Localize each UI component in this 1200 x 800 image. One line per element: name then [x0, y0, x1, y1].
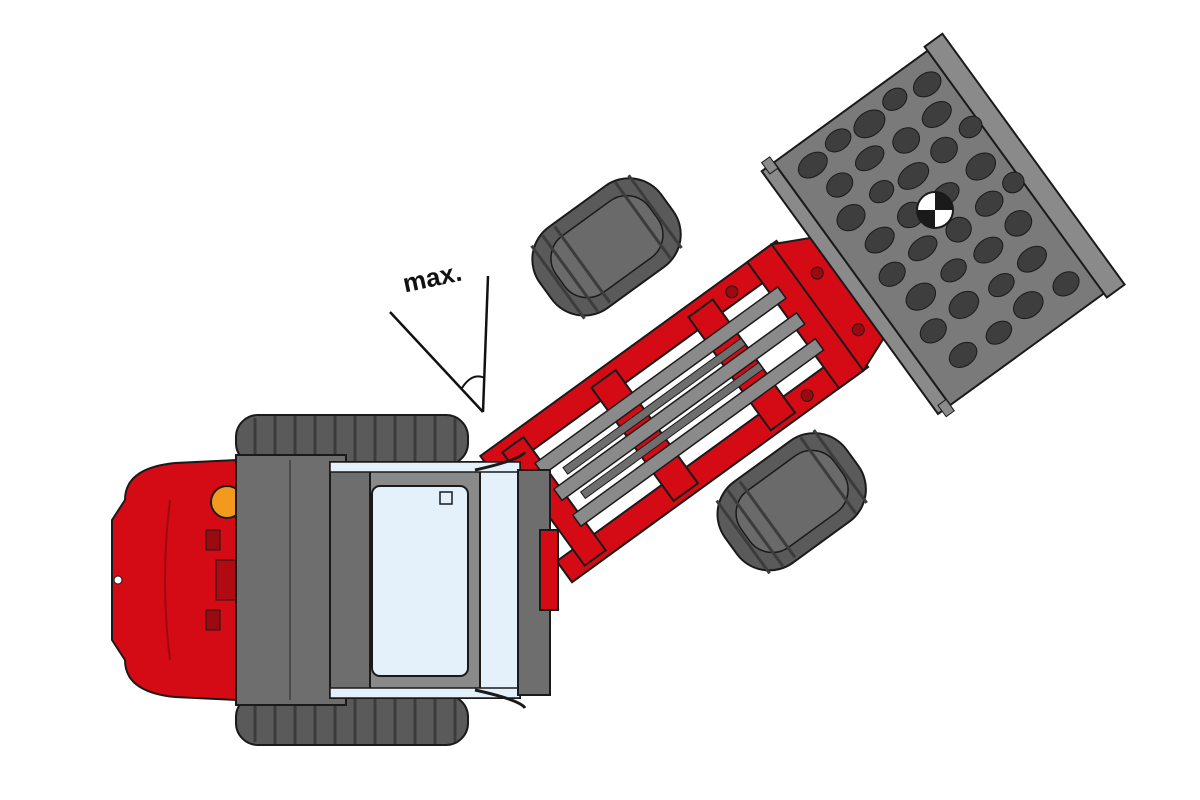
cab-roof-window [371, 485, 469, 677]
articulation-angle-icon [389, 275, 490, 413]
center-of-gravity-icon [916, 191, 954, 229]
bucket [760, 32, 1127, 418]
operator-cab [329, 450, 527, 710]
bucket-load-rocks [797, 71, 1080, 368]
front-left-tire [530, 174, 683, 320]
rear-bottom-tire [235, 694, 469, 746]
angle-label: max. [400, 257, 464, 299]
rear-top-tire [235, 414, 469, 466]
front-frame [478, 32, 1127, 584]
front-right-tire [715, 429, 868, 575]
rear-counterweight [111, 458, 237, 702]
lift-arm [478, 235, 888, 584]
rear-frame [111, 414, 559, 746]
articulation-joint [517, 469, 559, 696]
